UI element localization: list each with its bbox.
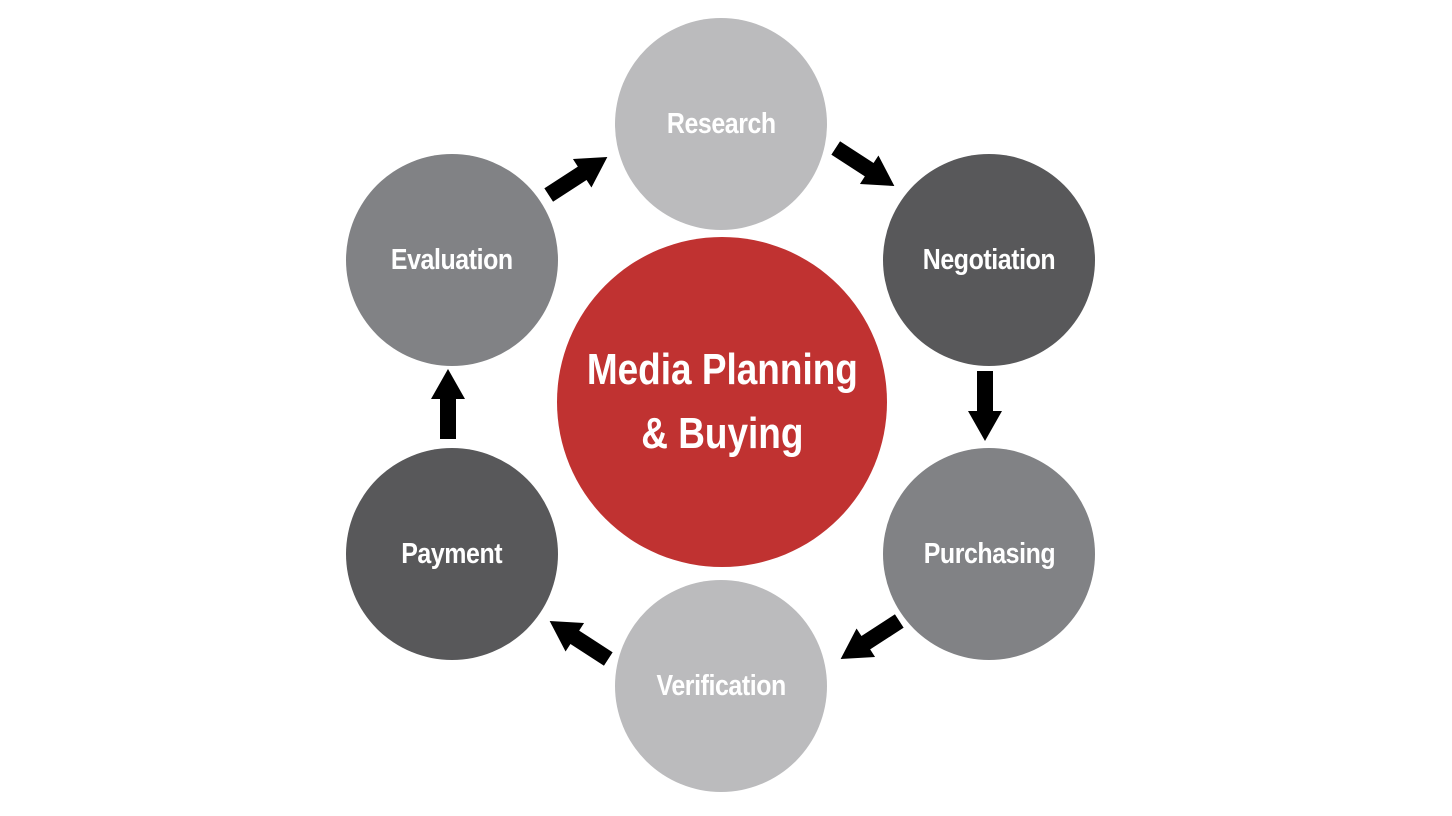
arrow-verification-to-payment-icon <box>549 620 613 666</box>
stage-label-negotiation: Negotiation <box>922 243 1056 276</box>
stage-label-verification: Verification <box>656 669 786 702</box>
stage-node-negotiation: Negotiation <box>883 154 1095 366</box>
stage-label-purchasing: Purchasing <box>923 537 1055 570</box>
center-label-line2: & Buying <box>640 409 804 458</box>
arrow-evaluation-to-research-icon <box>544 156 608 202</box>
stage-node-evaluation: Evaluation <box>346 154 558 366</box>
arrow-purchasing-to-verification-icon <box>840 614 904 660</box>
center-label-line1: Media Planning <box>586 345 858 394</box>
center-node-media-planning: Media Planning & Buying <box>557 237 887 567</box>
arrow-payment-to-evaluation-icon <box>431 369 465 439</box>
stage-node-payment: Payment <box>346 448 558 660</box>
center-node-label: Media Planning & Buying <box>586 338 857 466</box>
stage-label-evaluation: Evaluation <box>391 243 513 276</box>
stage-node-purchasing: Purchasing <box>883 448 1095 660</box>
arrow-negotiation-to-purchasing-icon <box>968 371 1002 441</box>
arrow-research-to-negotiation-icon <box>831 141 895 187</box>
stage-label-payment: Payment <box>401 537 503 570</box>
stage-node-verification: Verification <box>615 580 827 792</box>
stage-label-research: Research <box>666 107 776 140</box>
stage-node-research: Research <box>615 18 827 230</box>
